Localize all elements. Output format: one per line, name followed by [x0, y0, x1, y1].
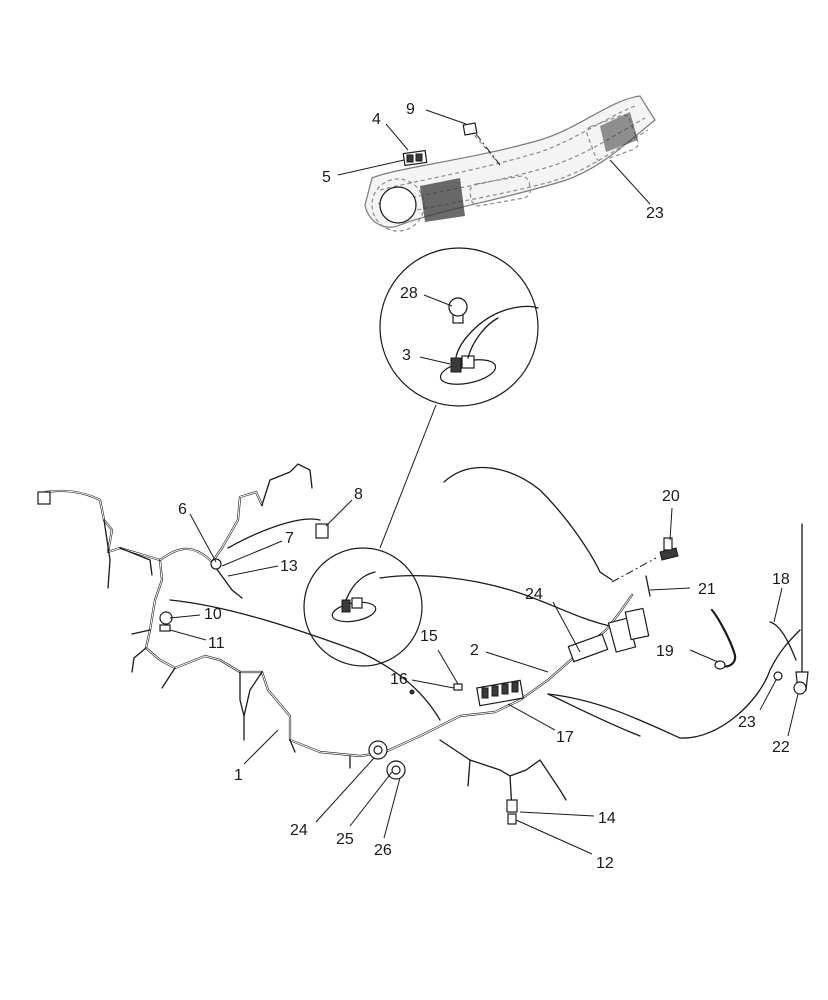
callout-22: 22 [772, 739, 790, 756]
callout-12: 12 [596, 855, 614, 872]
ground-strap-19 [710, 608, 737, 670]
washer-23 [773, 671, 783, 681]
callout-5: 5 [322, 169, 331, 186]
cable-18 [769, 621, 797, 661]
callout-10: 10 [204, 606, 222, 623]
callout-28: 28 [400, 285, 418, 302]
instrument-panel-assembly [364, 95, 656, 232]
callout-1: 1 [234, 767, 243, 784]
bulb-28 [448, 297, 468, 317]
callout-19: 19 [656, 643, 674, 660]
lamp-location-circle [303, 547, 423, 667]
grommets-25-26-27 [368, 740, 406, 780]
switch-connector-4 [402, 149, 428, 167]
callout-2: 2 [470, 642, 479, 659]
callout-13: 13 [280, 558, 298, 575]
clip-10-11 [159, 611, 173, 632]
callout-15: 15 [420, 628, 438, 645]
fuse-15-16 [409, 683, 463, 695]
clip-21 [645, 575, 651, 597]
callout-11: 11 [208, 635, 225, 652]
leader-lines [169, 109, 799, 855]
clip-6 [210, 558, 222, 570]
callout-14: 14 [598, 810, 616, 827]
switch-9 [462, 122, 478, 136]
connector-12-14 [506, 799, 518, 825]
callout-18: 18 [772, 571, 790, 588]
callout-7: 7 [285, 530, 294, 547]
callout-3: 3 [402, 347, 411, 364]
callout-20: 20 [662, 488, 680, 505]
main-wiring-harness [44, 463, 801, 811]
callout-6: 6 [178, 501, 187, 518]
callout-17: 17 [556, 729, 574, 746]
end-connector-left [37, 491, 51, 505]
lamp-detail-circle [379, 247, 539, 407]
callout-25: 24 [290, 822, 308, 839]
callout-24-mid: 24 [525, 586, 543, 603]
callout-9: 9 [406, 101, 415, 118]
callout-16: 16 [390, 671, 408, 688]
antenna-22 [793, 523, 809, 695]
callout-21: 21 [698, 581, 716, 598]
callout-4: 4 [372, 111, 381, 128]
callout-26: 25 [336, 831, 354, 848]
switch-20 [659, 537, 679, 561]
connector-8 [315, 523, 329, 539]
callout-27: 26 [374, 842, 392, 859]
callout-23: 23 [738, 714, 756, 731]
callout-8: 8 [354, 486, 363, 503]
callout-24-top: 23 [646, 205, 664, 222]
callout-labels: 4 5 9 23 28 3 8 6 7 13 10 11 15 16 2 24 … [178, 101, 790, 872]
fuse-block-17 [476, 679, 524, 707]
